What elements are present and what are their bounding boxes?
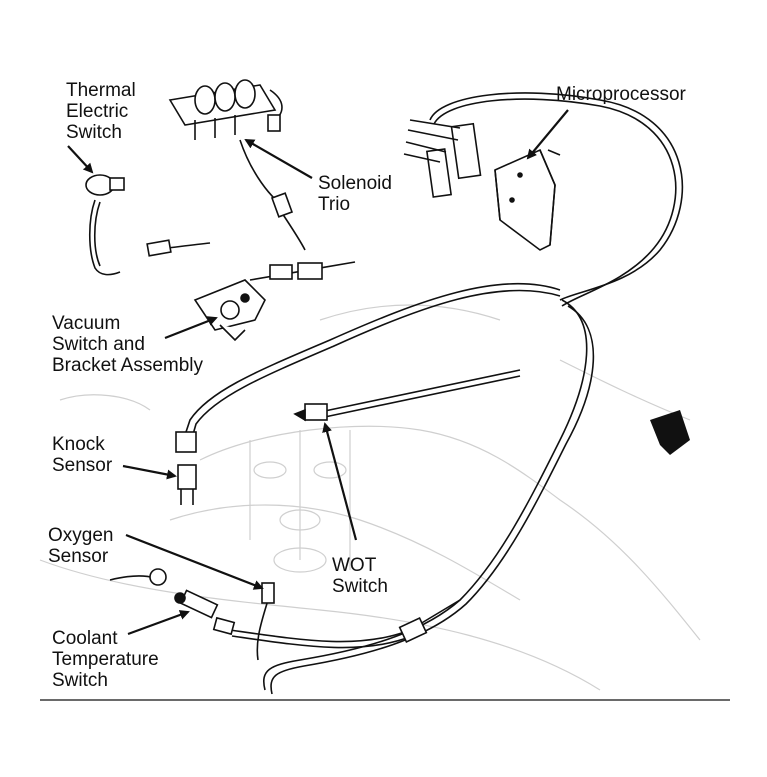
arrow-solenoid-trio [244,139,313,179]
label-line: Knock [52,434,105,455]
arrow-knock-sensor [122,464,177,480]
leader-arrows [67,109,569,636]
label-thermal-electric-switch: Thermal Electric Switch [66,80,136,143]
label-line: Thermal [66,80,136,101]
thermal-switch-part [85,174,125,196]
label-line: Solenoid [318,173,392,194]
label-line: Temperature [52,649,159,670]
label-line: Switch and [52,334,145,355]
label-line: Switch [52,670,108,691]
arrow-microprocessor [526,109,569,160]
label-line: Switch [66,122,122,143]
oxygen-sensor-part [149,568,275,604]
arrow-oxygen-sensor [125,533,264,590]
dark-bracket-detail [650,410,690,455]
solenoid-trio-unit [168,79,281,140]
label-line: Microprocessor [556,84,686,105]
arrow-thermal-switch [67,145,94,174]
arrow-coolant-switch [127,610,190,636]
vacuum-switch-part [193,279,266,342]
knock-sensor-part [175,431,197,505]
label-line: Trio [318,194,351,215]
engine-outline [39,304,701,691]
label-knock-sensor: Knock Sensor [52,434,112,476]
label-line: Oxygen [48,525,114,546]
label-line: Vacuum [52,313,121,334]
label-line: WOT [332,555,377,576]
label-microprocessor: Microprocessor [556,84,686,105]
label-line: Electric [66,101,129,122]
arrow-vacuum-switch [164,316,218,340]
harness-connectors [146,192,428,643]
coolant-switch-part [174,589,219,619]
label-line: Coolant [52,628,118,649]
microprocessor-module [403,119,561,251]
label-line: Bracket Assembly [52,355,203,376]
arrow-wot-switch [322,422,358,541]
label-wot-switch: WOT Switch [332,555,388,597]
label-line: Switch [332,576,388,597]
label-oxygen-sensor: Oxygen Sensor [48,525,113,567]
wot-switch-part [293,403,328,422]
label-solenoid-trio: Solenoid Trio [318,173,392,215]
label-line: Sensor [48,546,109,567]
label-coolant-temperature-switch: Coolant Temperature Switch [52,628,159,691]
label-line: Sensor [52,455,113,476]
label-vacuum-switch: Vacuum Switch and Bracket Assembly [52,313,203,376]
